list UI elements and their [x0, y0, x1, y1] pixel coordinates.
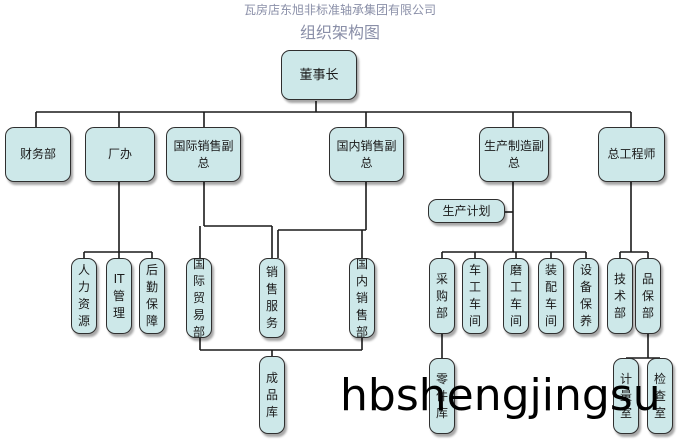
node-metrology[interactable]: 计量室: [613, 358, 639, 434]
node-finance[interactable]: 财务部: [5, 127, 71, 182]
node-parts-warehouse-label: 零件库: [435, 371, 448, 420]
node-inspection[interactable]: 检查室: [647, 358, 673, 434]
node-domestic-sales[interactable]: 国内销售部: [349, 256, 375, 339]
node-purchasing-label: 采购部: [435, 271, 448, 320]
node-logistics-label: 后勤保障: [145, 263, 158, 328]
node-intl-sales-vp[interactable]: 国际销售副总: [166, 127, 241, 182]
node-tech-dept[interactable]: 技术部: [607, 258, 633, 334]
node-equipment[interactable]: 设备保养: [573, 258, 599, 334]
node-quality-dept-label: 品保部: [641, 271, 654, 320]
node-metrology-label: 计量室: [619, 371, 632, 420]
node-intl-trade-label: 国际贸易部: [192, 256, 205, 339]
node-parts-warehouse[interactable]: 零件库: [429, 358, 455, 434]
node-domestic-sales-label: 国内销售部: [355, 256, 368, 339]
node-quality-dept[interactable]: 品保部: [635, 258, 661, 334]
node-hr[interactable]: 人力资源: [71, 258, 97, 334]
node-tech-dept-label: 技术部: [613, 271, 626, 320]
watermark-text: hbshengjingsu: [340, 370, 661, 421]
node-domestic-sales-vp[interactable]: 国内销售副总: [329, 127, 404, 182]
node-production-plan[interactable]: 生产计划: [428, 199, 505, 223]
node-grinding-label: 磨工车间: [509, 263, 522, 328]
node-finished-goods[interactable]: 成品库: [259, 356, 285, 434]
node-inspection-label: 检查室: [653, 371, 666, 420]
node-hr-label: 人力资源: [77, 263, 90, 328]
node-logistics[interactable]: 后勤保障: [139, 258, 165, 334]
node-assembly[interactable]: 装配车间: [538, 258, 564, 334]
node-chief-engineer[interactable]: 总工程师: [598, 127, 665, 182]
node-production-vp[interactable]: 生产制造副总: [479, 127, 549, 182]
node-factory-office[interactable]: 厂办: [85, 127, 155, 182]
node-grinding[interactable]: 磨工车间: [503, 258, 529, 334]
node-turning-label: 车工车间: [468, 263, 481, 328]
node-assembly-label: 装配车间: [544, 263, 557, 328]
node-equipment-label: 设备保养: [579, 263, 592, 328]
node-purchasing[interactable]: 采购部: [429, 258, 455, 334]
node-turning[interactable]: 车工车间: [462, 258, 488, 334]
company-name: 瓦房店东旭非标准轴承集团有限公司: [243, 3, 436, 17]
node-intl-trade[interactable]: 国际贸易部: [186, 256, 212, 339]
node-sales-service-label: 销售服务: [265, 265, 278, 330]
node-it[interactable]: IT管理: [106, 258, 132, 334]
node-it-label: IT管理: [112, 271, 125, 320]
chart-title: 组织架构图: [299, 23, 380, 42]
node-finished-goods-label: 成品库: [265, 370, 278, 419]
node-sales-service[interactable]: 销售服务: [259, 258, 285, 338]
node-chairman[interactable]: 董事长: [281, 50, 357, 100]
